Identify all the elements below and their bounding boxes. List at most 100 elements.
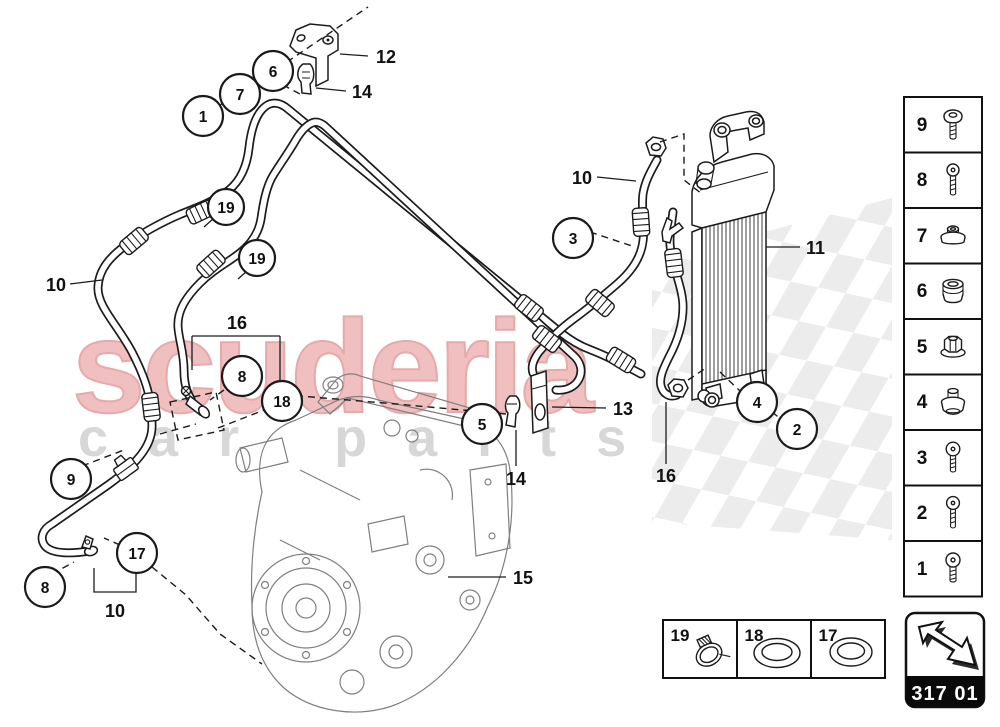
- svg-text:19: 19: [671, 626, 690, 645]
- sidebar-item-7[interactable]: 7: [903, 207, 983, 265]
- svg-text:5: 5: [917, 337, 928, 358]
- pan-head-screw-icon: [943, 109, 963, 140]
- watermark: scuderia car parts: [71, 198, 892, 540]
- svg-text:4: 4: [753, 395, 762, 412]
- callout-4[interactable]: 4: [735, 380, 779, 424]
- callout-17[interactable]: 17: [115, 531, 159, 575]
- legend-item-17[interactable]: 17: [810, 619, 886, 679]
- part-label-11[interactable]: 11: [806, 238, 825, 258]
- callout-19-b[interactable]: 19: [237, 238, 277, 278]
- callout-5[interactable]: 5: [460, 402, 504, 446]
- reference-dashed-lines: [51, 6, 783, 665]
- end-flange-part: [81, 534, 99, 557]
- svg-text:8: 8: [238, 369, 247, 386]
- cap-grommet-icon: [940, 225, 966, 245]
- flange-nut-icon: [940, 335, 966, 358]
- hex-union-top: [645, 136, 667, 157]
- clip-14-mid-part: [504, 395, 521, 428]
- svg-text:17: 17: [128, 546, 145, 563]
- hex-union-bottom: [667, 378, 689, 398]
- svg-text:9: 9: [917, 115, 928, 136]
- sleeve-grommet-icon: [940, 387, 966, 415]
- svg-text:2: 2: [917, 503, 928, 524]
- legend-item-19[interactable]: 19: [662, 619, 738, 679]
- svg-text:1: 1: [199, 109, 208, 126]
- callout-7[interactable]: 7: [218, 72, 262, 116]
- bracket-12-part: [289, 23, 339, 88]
- part-label-10-bottom[interactable]: 10: [105, 601, 125, 621]
- svg-text:8: 8: [41, 580, 50, 597]
- part-label-16-left[interactable]: 16: [227, 313, 247, 333]
- svg-text:18: 18: [745, 626, 764, 645]
- hose-clamp-icon: [695, 634, 731, 667]
- svg-text:2: 2: [793, 422, 802, 439]
- sidebar-item-9[interactable]: 9: [903, 96, 983, 154]
- ball-head-screw-icon: [946, 163, 960, 196]
- banjo-fitting-part: [180, 385, 211, 419]
- sidebar-item-3[interactable]: 3: [903, 429, 983, 487]
- svg-text:7: 7: [236, 87, 245, 104]
- svg-text:3: 3: [917, 448, 928, 469]
- ribbed-bushing-icon: [942, 278, 964, 304]
- page-code-box[interactable]: 317 01: [904, 611, 986, 709]
- callout-3[interactable]: 3: [551, 216, 595, 260]
- dome-screw-icon: [945, 552, 961, 583]
- bracket-13-part: [530, 369, 549, 435]
- svg-text:19: 19: [217, 200, 235, 217]
- hardware-sidebar: 9 8 7: [903, 96, 983, 598]
- hose-rear-long: [173, 117, 586, 404]
- part-label-16-right[interactable]: 16: [656, 466, 676, 486]
- bottom-legend: 19 18 17: [662, 619, 886, 679]
- svg-text:18: 18: [273, 394, 291, 411]
- part-label-14-mid[interactable]: 14: [506, 469, 526, 489]
- part-label-14-top[interactable]: 14: [352, 82, 372, 102]
- legend-item-18[interactable]: 18: [736, 619, 812, 679]
- callout-19-a[interactable]: 19: [206, 187, 246, 227]
- callout-8-b[interactable]: 8: [23, 565, 67, 609]
- part-label-12[interactable]: 12: [376, 47, 396, 67]
- o-ring-icon: [753, 637, 801, 669]
- dome-screw-icon: [945, 495, 961, 529]
- page-code-text: 317 01: [911, 683, 978, 705]
- part-label-10-left[interactable]: 10: [46, 275, 66, 295]
- svg-text:9: 9: [67, 472, 76, 489]
- callout-18[interactable]: 18: [260, 379, 304, 423]
- hose-couplings: [119, 199, 684, 423]
- oil-cooler-drawing: [691, 110, 775, 408]
- back-arrow-icon: [917, 620, 979, 670]
- part-label-13[interactable]: 13: [613, 399, 633, 419]
- sidebar-item-6[interactable]: 6: [903, 262, 983, 320]
- checkered-flag-watermark: [652, 198, 892, 540]
- svg-text:4: 4: [917, 392, 928, 413]
- callout-1[interactable]: 1: [181, 94, 225, 138]
- callout-8-a[interactable]: 8: [220, 354, 264, 398]
- callout-6[interactable]: 6: [251, 49, 295, 93]
- sidebar-item-1[interactable]: 1: [903, 540, 983, 598]
- part-labels: 12 14 10 16 10 13 14 16 15 11 10: [46, 47, 825, 621]
- sidebar-item-8[interactable]: 8: [903, 151, 983, 209]
- watermark-subtitle-text: car parts: [78, 408, 666, 468]
- svg-text:19: 19: [248, 251, 266, 268]
- sidebar-item-4[interactable]: 4: [903, 373, 983, 431]
- part-label-15[interactable]: 15: [513, 568, 533, 588]
- part-label-10-right[interactable]: 10: [572, 168, 592, 188]
- callout-9[interactable]: 9: [49, 457, 93, 501]
- dome-screw-icon: [945, 441, 961, 473]
- sidebar-item-2[interactable]: 2: [903, 484, 983, 542]
- svg-text:17: 17: [819, 626, 838, 645]
- svg-text:6: 6: [917, 281, 928, 302]
- svg-text:7: 7: [917, 226, 928, 247]
- o-ring-icon: [829, 637, 873, 667]
- callout-2[interactable]: 2: [775, 407, 819, 451]
- callouts: 1 7 6 19 19 3 8 18 5 9 17 8 4 2: [23, 49, 819, 609]
- svg-text:5: 5: [478, 417, 487, 434]
- sidebar-item-5[interactable]: 5: [903, 318, 983, 376]
- svg-text:6: 6: [269, 64, 278, 81]
- gearbox-drawing: [235, 373, 513, 713]
- pipe-tab-bracket: [661, 216, 685, 244]
- svg-text:3: 3: [569, 231, 578, 248]
- hose-cooler-upper: [527, 155, 662, 378]
- clip-14-top-part: [297, 63, 315, 95]
- svg-text:8: 8: [917, 170, 928, 191]
